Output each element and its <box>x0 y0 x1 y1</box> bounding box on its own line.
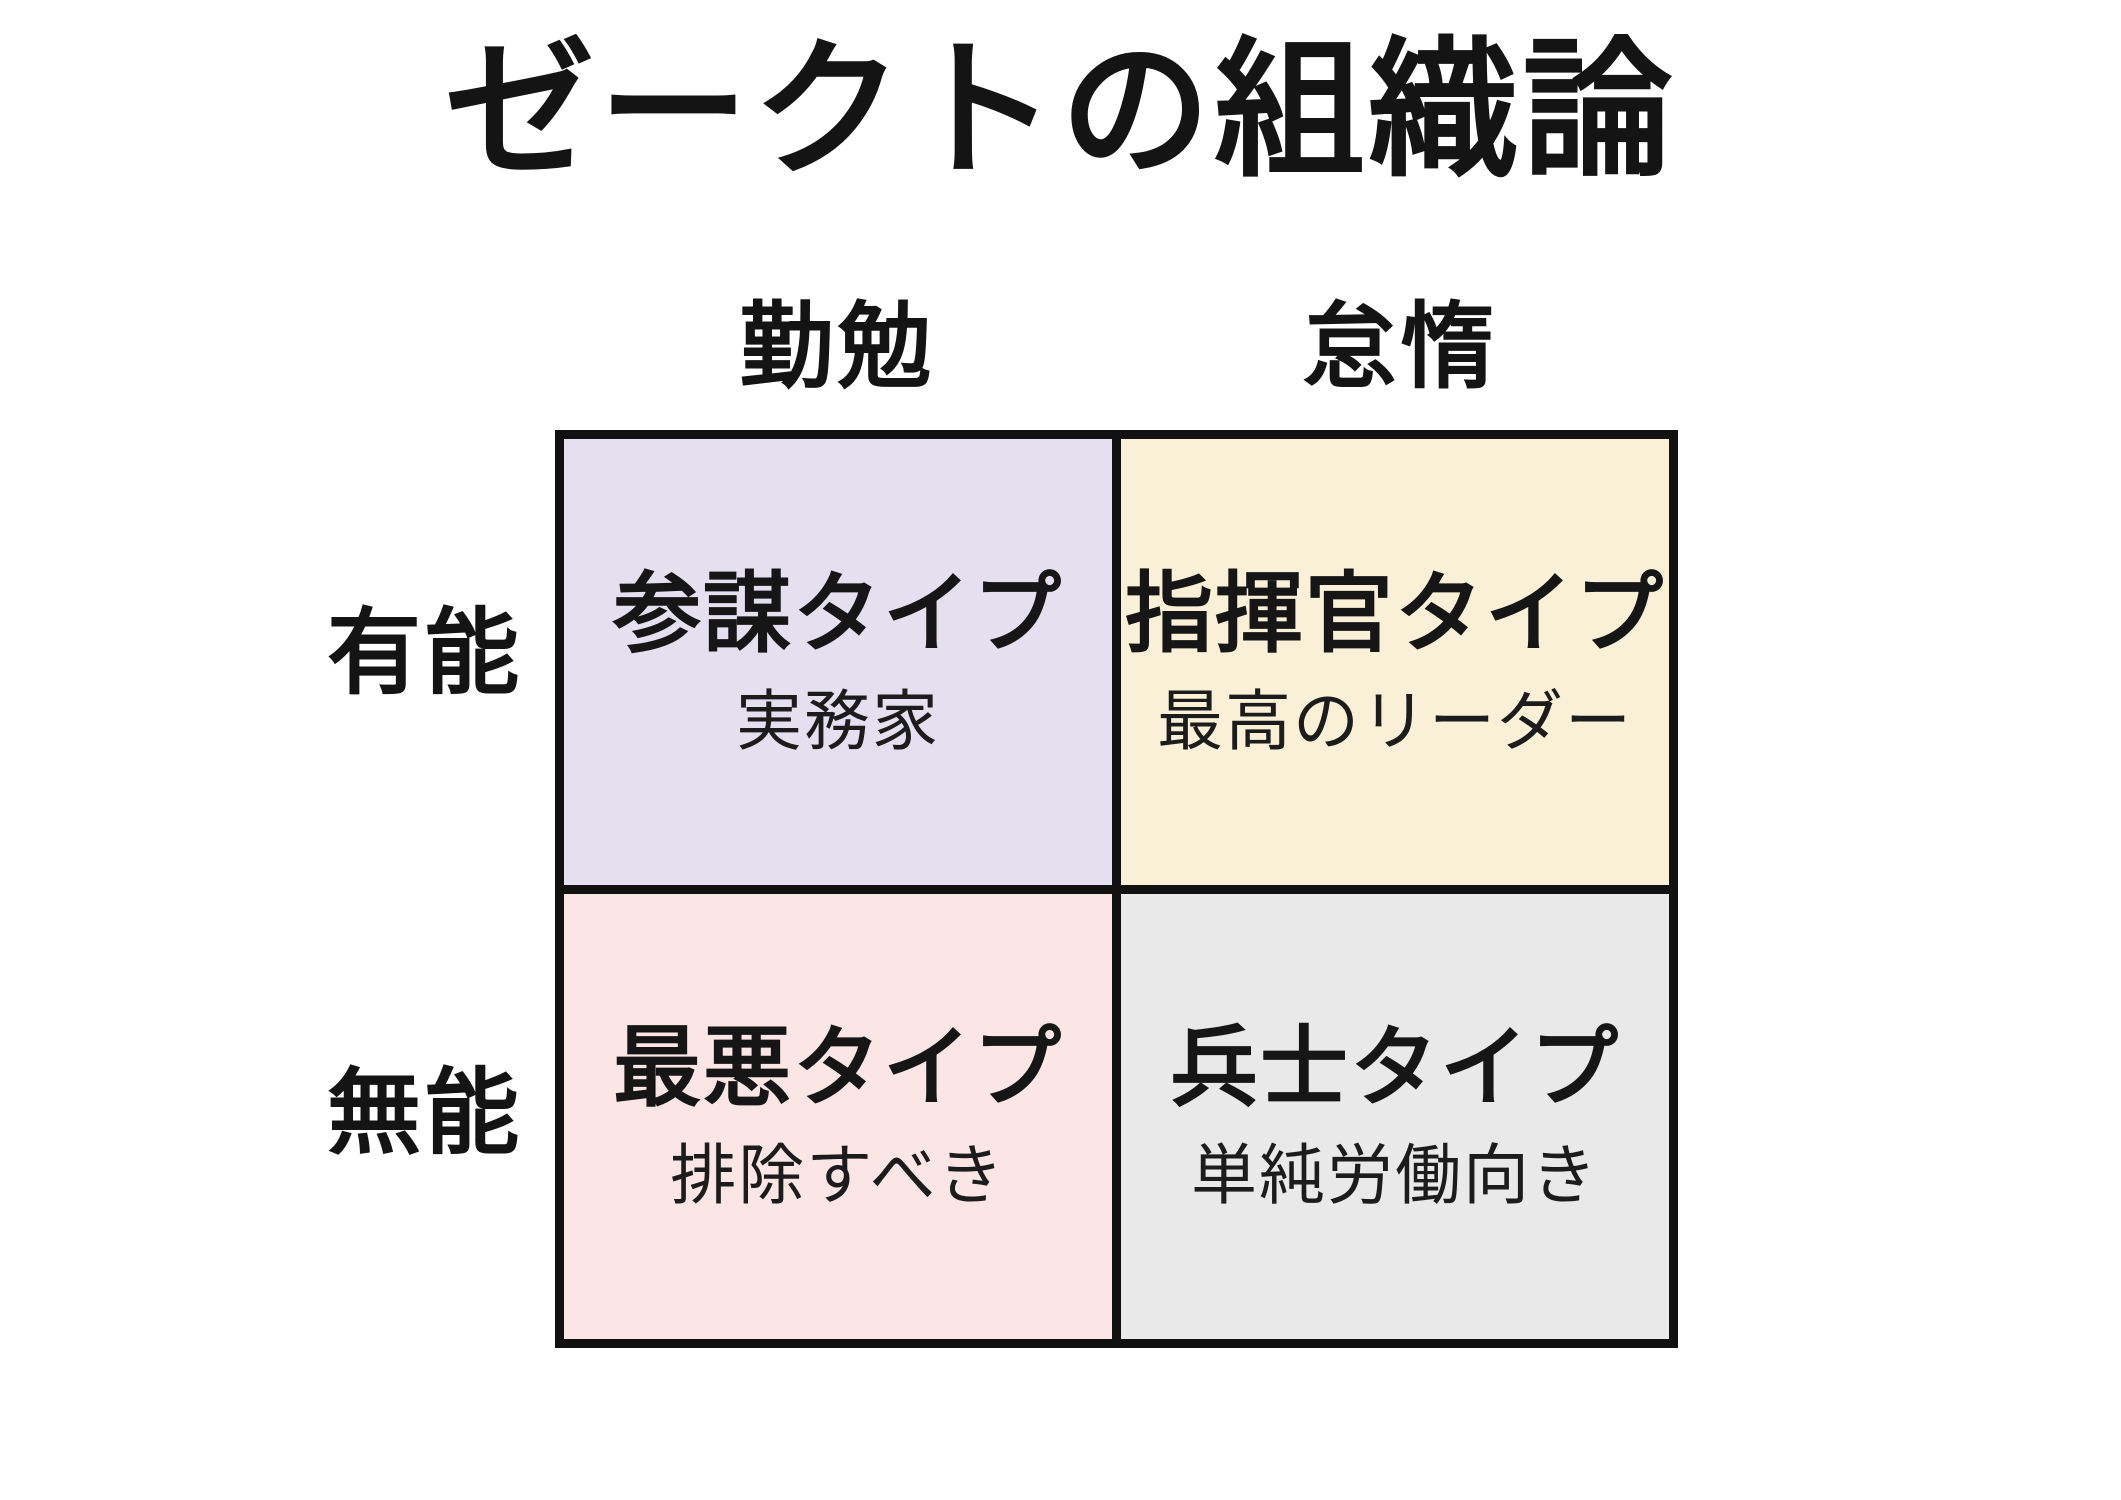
quadrant-commander-type: 指揮官タイプ 最高のリーダー <box>1121 439 1669 885</box>
quadrant-worst-subtitle: 排除すべき <box>670 1138 1006 1213</box>
quadrant-worst-type: 最悪タイプ 排除すべき <box>564 893 1112 1339</box>
row-header-incompetent: 無能 <box>326 1060 523 1165</box>
quadrant-staff-subtitle: 実務家 <box>736 683 940 758</box>
matrix-grid: 参謀タイプ 実務家 指揮官タイプ 最高のリーダー 最悪タイプ 排除すべき 兵士タ… <box>555 430 1678 1348</box>
page-title: ゼークトの組織論 <box>444 26 1677 194</box>
column-header-lazy: 怠惰 <box>1302 294 1499 399</box>
quadrant-soldier-label: 兵士タイプ <box>1169 1018 1620 1118</box>
quadrant-commander-subtitle: 最高のリーダー <box>1157 683 1633 758</box>
quadrant-staff-type: 参謀タイプ 実務家 <box>564 439 1112 885</box>
row-header-competent: 有能 <box>326 600 523 705</box>
quadrant-soldier-subtitle: 単純労働向き <box>1191 1138 1599 1213</box>
quadrant-commander-label: 指揮官タイプ <box>1124 563 1665 663</box>
column-header-diligent: 勤勉 <box>739 294 936 399</box>
quadrant-worst-label: 最悪タイプ <box>612 1018 1063 1118</box>
quadrant-staff-label: 参謀タイプ <box>612 563 1063 663</box>
quadrant-soldier-type: 兵士タイプ 単純労働向き <box>1121 893 1669 1339</box>
